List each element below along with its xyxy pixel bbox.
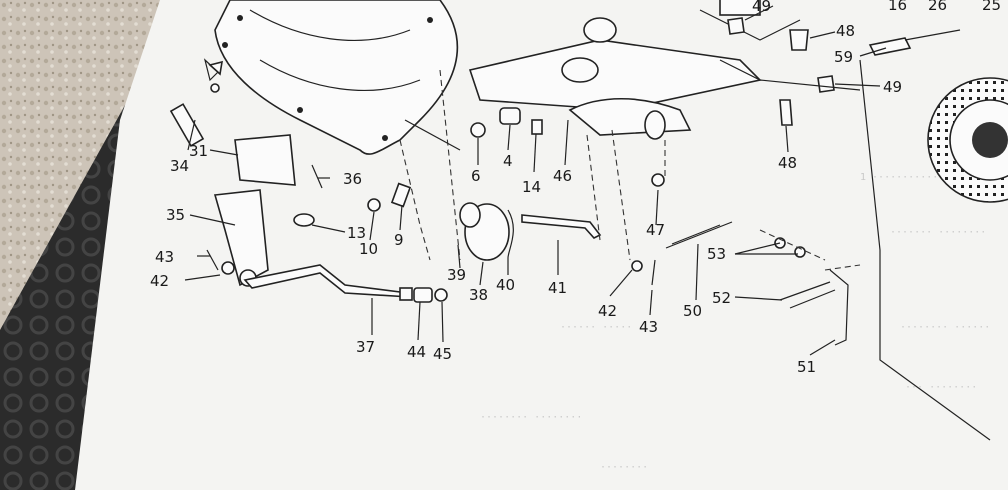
callout-41: 41 xyxy=(548,279,567,297)
callout-49a: 49 xyxy=(752,0,771,15)
callout-14: 14 xyxy=(522,178,541,196)
callout-49b: 49 xyxy=(883,78,902,96)
callout-48b: 48 xyxy=(778,154,797,172)
clutch-housing xyxy=(203,0,459,155)
svg-text:········: ········ xyxy=(600,462,648,473)
callout-4: 4 xyxy=(503,152,513,170)
leader-lines xyxy=(184,5,991,441)
callout-59: 59 xyxy=(834,48,853,66)
callout-37: 37 xyxy=(356,338,375,356)
callout-6: 6 xyxy=(471,167,481,185)
svg-text:········ ······: ········ ······ xyxy=(900,322,990,333)
callout-51: 51 xyxy=(797,358,816,376)
callout-47: 47 xyxy=(646,221,665,239)
callout-52: 52 xyxy=(712,289,731,307)
callout-13: 13 xyxy=(347,224,366,242)
callout-labels: 49 16 26 25 48 59 49 31 34 36 6 4 14 46 … xyxy=(150,0,1001,376)
clutch-disc xyxy=(927,77,1008,203)
callout-44: 44 xyxy=(407,343,426,361)
callout-16: 16 xyxy=(888,0,907,14)
callout-25: 25 xyxy=(982,0,1001,14)
hardware-parts xyxy=(169,17,912,346)
svg-text:······· ········: ······· ········ xyxy=(890,227,986,238)
svg-text:1 ···········: 1 ··········· xyxy=(860,172,938,183)
callout-46: 46 xyxy=(553,167,572,185)
callout-36: 36 xyxy=(343,170,362,188)
callout-10: 10 xyxy=(359,240,378,258)
callout-39: 39 xyxy=(447,266,466,284)
callout-53: 53 xyxy=(707,245,726,263)
svg-text:······ ·····: ······ ····· xyxy=(560,322,632,333)
callout-34: 34 xyxy=(170,157,189,175)
bleed-through-text: 1 ··········· ······· ········ ········ … xyxy=(480,172,990,473)
callout-43a: 43 xyxy=(155,248,174,266)
callout-45: 45 xyxy=(433,345,452,363)
cross-shaft-assembly xyxy=(468,0,801,140)
callout-40: 40 xyxy=(496,276,515,294)
callout-42b: 42 xyxy=(598,302,617,320)
callout-31: 31 xyxy=(189,142,208,160)
svg-text:··· ········: ··· ········ xyxy=(905,382,977,393)
svg-text:········ ········: ········ ········ xyxy=(480,412,582,423)
callout-43b: 43 xyxy=(639,318,658,336)
callout-48a: 48 xyxy=(836,22,855,40)
callout-26: 26 xyxy=(928,0,947,14)
callout-50: 50 xyxy=(683,302,702,320)
callout-42a: 42 xyxy=(150,272,169,290)
callout-38: 38 xyxy=(469,286,488,304)
callout-9: 9 xyxy=(394,231,404,249)
callout-35: 35 xyxy=(166,206,185,224)
